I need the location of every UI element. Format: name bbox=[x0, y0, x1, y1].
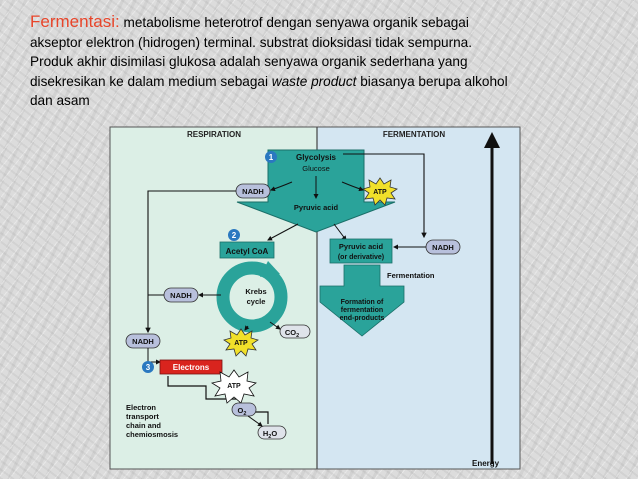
etc-label-2: transport bbox=[126, 412, 159, 421]
glycolysis-label: Glycolysis bbox=[296, 153, 337, 162]
pyruvic-derivative-label-1: Pyruvic acid bbox=[339, 242, 384, 251]
etc-label-4: chemiosmosis bbox=[126, 430, 178, 439]
co2-subscript: 2 bbox=[296, 333, 299, 339]
fermentation-top-arrow bbox=[343, 153, 427, 239]
pyruvic-acid-label: Pyruvic acid bbox=[294, 203, 339, 212]
co2-badge bbox=[279, 324, 311, 339]
krebs-label-1: Krebs bbox=[245, 287, 266, 296]
nadh-label-krebs: NADH bbox=[170, 291, 192, 300]
krebs-ring-arrowhead bbox=[260, 261, 280, 277]
text-line-1: Fermentasi: metabolisme heterotrof denga… bbox=[30, 12, 620, 33]
arrow-to-atp-glycolysis bbox=[341, 181, 364, 192]
atp-burst-electron-chain bbox=[210, 369, 257, 404]
text-line-4-after: biasanya berupa alkohol bbox=[356, 73, 508, 89]
h2o-badge bbox=[257, 425, 287, 440]
krebs-label-2: cycle bbox=[247, 297, 266, 306]
electron-transport-staircase bbox=[167, 376, 269, 424]
arrow-pyruvate-to-fermentation bbox=[333, 223, 347, 241]
header-respiration: RESPIRATION bbox=[187, 130, 241, 139]
co2-label: CO2 bbox=[285, 328, 299, 339]
text-line-4: disekresikan ke dalam medium sebagai was… bbox=[30, 72, 620, 92]
o2-label: O2 bbox=[238, 406, 247, 417]
energy-label: Energy bbox=[472, 459, 500, 468]
h2o-subscript: 2 bbox=[268, 434, 271, 440]
o2-badge bbox=[231, 402, 257, 417]
fermentation-funnel bbox=[319, 264, 405, 337]
arrow-to-atp-krebs bbox=[244, 325, 250, 331]
atp-burst-glycolysis bbox=[362, 177, 398, 206]
acetyl-coa-label: Acetyl CoA bbox=[226, 247, 269, 256]
step-1-badge bbox=[265, 151, 277, 163]
arrow-o2-to-h2o bbox=[247, 415, 263, 427]
h2o-text-o: O bbox=[271, 429, 277, 438]
arrow-pyruvate-to-acetyl bbox=[267, 223, 299, 241]
text-line-4-emphasis: waste product bbox=[271, 73, 357, 89]
o2-subscript: 2 bbox=[243, 411, 246, 417]
slide-title: Fermentasi bbox=[30, 12, 116, 31]
arrow-to-nadh-glycolysis bbox=[270, 181, 293, 192]
glucose-label: Glucose bbox=[302, 164, 330, 173]
header-fermentation: FERMENTATION bbox=[383, 130, 446, 139]
text-line-2: akseptor elektron (hidrogen) terminal. s… bbox=[30, 34, 473, 50]
nadh-label-fermentation: NADH bbox=[432, 243, 454, 252]
nadh-label-glycolysis: NADH bbox=[242, 187, 264, 196]
etc-label-1: Electron bbox=[126, 403, 156, 412]
h2o-label: H2O bbox=[263, 429, 277, 440]
nadh-label-electron-chain: NADH bbox=[132, 337, 154, 346]
step-2-number: 2 bbox=[232, 231, 237, 240]
step-1-number: 1 bbox=[269, 153, 274, 162]
title-colon: : bbox=[115, 12, 120, 31]
slide-text-block: Fermentasi: metabolisme heterotrof denga… bbox=[30, 12, 620, 111]
formation-label-3: end-products bbox=[340, 315, 385, 322]
acetyl-coa-box bbox=[219, 241, 275, 259]
step-2-badge bbox=[228, 229, 240, 241]
etc-label-3: chain and bbox=[126, 421, 161, 430]
nadh-line-left bbox=[145, 190, 236, 334]
h2o-text-h: H bbox=[263, 429, 268, 438]
atp-label-electron-chain: ATP bbox=[227, 383, 241, 390]
text-line-5: dan asam bbox=[30, 93, 90, 108]
atp-burst-krebs bbox=[223, 328, 259, 357]
text-line-3: Produk akhir disimilasi glukosa adalah s… bbox=[30, 54, 468, 69]
text-line-1-body: metabolisme heterotrof dengan senyawa or… bbox=[119, 15, 469, 30]
text-line-4-before: disekresikan ke dalam medium sebagai bbox=[30, 73, 272, 89]
co2-text: CO bbox=[285, 328, 296, 337]
respiration-fermentation-diagram: RESPIRATION FERMENTATION Energy Glycolys… bbox=[109, 126, 521, 470]
nadh-badge-electron-chain bbox=[125, 333, 161, 349]
atp-label-krebs: ATP bbox=[234, 340, 248, 347]
electrons-box bbox=[159, 359, 223, 375]
energy-axis-arrowhead bbox=[484, 132, 500, 148]
electrons-label: Electrons bbox=[173, 363, 210, 372]
pyruvic-derivative-label-2: (or derivative) bbox=[338, 254, 384, 261]
fermentation-label: Fermentation bbox=[387, 271, 435, 280]
krebs-cycle-ring bbox=[216, 261, 288, 333]
atp-label-glycolysis: ATP bbox=[373, 189, 387, 196]
pyruvic-derivative-box bbox=[329, 238, 393, 264]
formation-label-1: Formation of bbox=[341, 299, 384, 306]
formation-label-2: fermentation bbox=[341, 307, 383, 314]
step-3-number: 3 bbox=[146, 363, 151, 372]
step-3-badge bbox=[142, 361, 154, 373]
arrow-to-co2 bbox=[269, 321, 281, 330]
o2-text: O bbox=[238, 406, 244, 415]
